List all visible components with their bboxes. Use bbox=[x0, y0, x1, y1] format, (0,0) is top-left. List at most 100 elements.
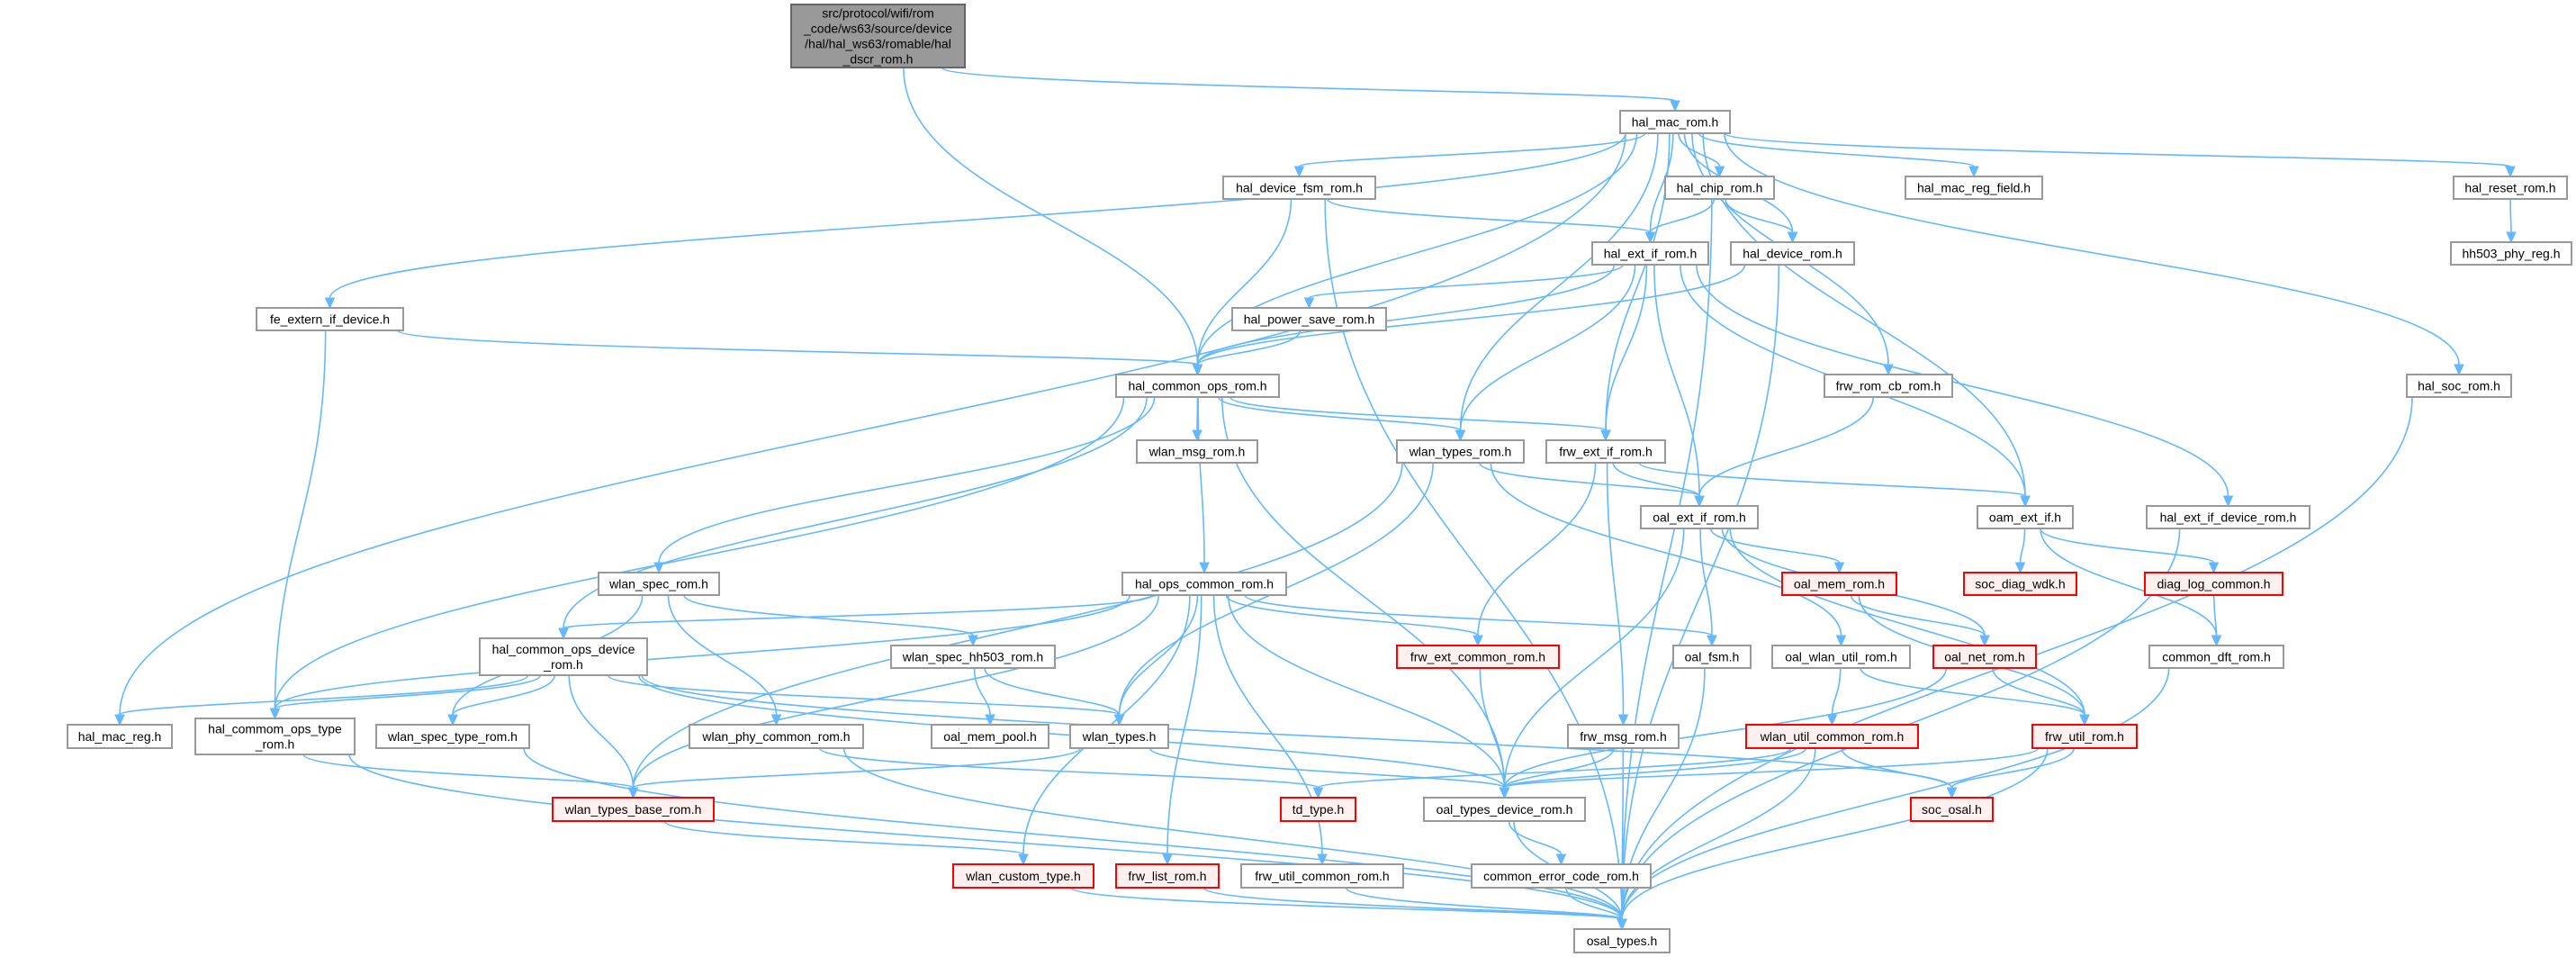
edge-line bbox=[119, 674, 529, 716]
node-soc-diag-wdk[interactable]: soc_diag_wdk.h bbox=[1963, 572, 2077, 596]
edge-line bbox=[274, 674, 542, 709]
edge-oal_ext_if_rom-to-oal_mem_rom bbox=[1709, 528, 1845, 574]
arrowhead-icon bbox=[1600, 429, 1611, 442]
node-hal-power-save-rom[interactable]: hal_power_save_rom.h bbox=[1231, 307, 1387, 331]
edge-hal_common_ops_rom-to-wlan_types_rom bbox=[1218, 396, 1466, 442]
arrowhead-icon bbox=[968, 635, 978, 647]
node-td-type[interactable]: td_type.h bbox=[1280, 797, 1356, 822]
edge-hal_commom_ops_type_rom-to-wlan_types_base_rom bbox=[302, 754, 639, 799]
node-oal-mem-pool[interactable]: oal_mem_pool.h bbox=[931, 724, 1049, 749]
node-common-error-code-rom[interactable]: common_error_code_rom.h bbox=[1471, 863, 1652, 889]
edge-line bbox=[1490, 462, 1842, 636]
edge-line bbox=[452, 674, 555, 716]
node-hal-soc-rom[interactable]: hal_soc_rom.h bbox=[2406, 374, 2512, 398]
node-oal-fsm[interactable]: oal_fsm.h bbox=[1672, 645, 1752, 669]
node-wlan-spec-hh503-rom[interactable]: wlan_spec_hh503_rom.h bbox=[890, 645, 1056, 669]
node-hal-chip-rom[interactable]: hal_chip_rom.h bbox=[1664, 176, 1775, 200]
node-wlan-msg-rom[interactable]: wlan_msg_rom.h bbox=[1136, 439, 1258, 464]
arrowhead-icon bbox=[558, 627, 569, 640]
node-box bbox=[194, 718, 356, 755]
node-frw-util-rom[interactable]: frw_util_rom.h bbox=[2031, 724, 2138, 749]
node-hh503-phy-reg[interactable]: hh503_phy_reg.h bbox=[2450, 241, 2572, 266]
node-hal-common-ops-device-rom[interactable]: hal_common_ops_device_rom.h bbox=[479, 637, 648, 676]
node-soc-osal[interactable]: soc_osal.h bbox=[1910, 797, 1994, 822]
node-box bbox=[375, 724, 530, 749]
edge-hal_mac_rom-to-frw_ext_if_rom bbox=[1600, 132, 1671, 442]
edge-wlan_types_rom-to-oal_ext_if_rom bbox=[1478, 462, 1705, 508]
edge-line bbox=[1503, 747, 1615, 789]
node-box bbox=[2453, 176, 2568, 200]
node-label: frw_list_rom.h bbox=[1128, 869, 1206, 883]
node-oal-mem-rom[interactable]: oal_mem_rom.h bbox=[1781, 572, 1897, 596]
arrowhead-icon bbox=[1555, 853, 1567, 866]
node-root: src/protocol/wifi/rom_code/ws63/source/d… bbox=[790, 4, 966, 68]
node-frw-rom-cb-rom[interactable]: frw_rom_cb_rom.h bbox=[1824, 374, 1953, 398]
node-label: oal_fsm.h bbox=[1685, 650, 1740, 664]
arrowhead-icon bbox=[1162, 853, 1173, 866]
node-hal-ops-common-rom[interactable]: hal_ops_common_rom.h bbox=[1121, 572, 1287, 596]
node-box bbox=[689, 724, 864, 749]
node-wlan-types-rom[interactable]: wlan_types_rom.h bbox=[1396, 439, 1525, 464]
edge-wlan_spec_hh503_rom-to-oal_mem_pool bbox=[973, 667, 995, 727]
node-wlan-custom-type[interactable]: wlan_custom_type.h bbox=[952, 863, 1094, 889]
node-wlan-spec-type-rom[interactable]: wlan_spec_type_rom.h bbox=[375, 724, 530, 749]
edge-frw_list_rom-to-osal_types bbox=[1202, 887, 1627, 931]
node-osal-types[interactable]: osal_types.h bbox=[1573, 928, 1671, 953]
node-hal-common-ops-rom[interactable]: hal_common_ops_rom.h bbox=[1115, 374, 1280, 398]
node-frw-ext-common-rom[interactable]: frw_ext_common_rom.h bbox=[1396, 645, 1560, 669]
edge-line bbox=[941, 67, 1676, 102]
node-wlan-spec-rom[interactable]: wlan_spec_rom.h bbox=[598, 572, 720, 596]
edge-fe_extern_if_device-to-hal_commom_ops_type_rom bbox=[269, 330, 327, 720]
edge-frw_ext_if_rom-to-frw_ext_common_rom bbox=[1473, 462, 1597, 647]
node-hal-reset-rom[interactable]: hal_reset_rom.h bbox=[2453, 176, 2568, 200]
node-label: hh503_phy_reg.h bbox=[2463, 247, 2561, 261]
nodes-layer: src/protocol/wifi/rom_code/ws63/source/d… bbox=[67, 4, 2572, 953]
edge-hal_ops_common_rom-to-frw_util_common_rom bbox=[1212, 594, 1328, 866]
edge-hal_common_ops_rom-to-wlan_spec_rom bbox=[653, 396, 1156, 574]
node-hal-commom-ops-type-rom[interactable]: hal_commom_ops_type_rom.h bbox=[194, 718, 356, 755]
node-hal-device-rom[interactable]: hal_device_rom.h bbox=[1730, 241, 1855, 266]
node-wlan-types[interactable]: wlan_types.h bbox=[1069, 724, 1169, 749]
node-frw-ext-if-rom[interactable]: frw_ext_if_rom.h bbox=[1545, 439, 1666, 464]
edge-line bbox=[667, 594, 778, 716]
edge-oal_wlan_util_rom-to-wlan_util_common_rom bbox=[1826, 667, 1842, 727]
node-oal-wlan-util-rom[interactable]: oal_wlan_util_rom.h bbox=[1771, 645, 1911, 669]
node-wlan-types-base-rom[interactable]: wlan_types_base_rom.h bbox=[552, 797, 715, 822]
node-label: _dscr_rom.h bbox=[842, 52, 914, 67]
edge-oam_ext_if-to-diag_log_common bbox=[2039, 528, 2220, 574]
node-wlan-util-common-rom[interactable]: wlan_util_common_rom.h bbox=[1745, 724, 1919, 749]
edge-line bbox=[1621, 747, 2049, 920]
edge-oal_net_rom-to-frw_util_rom bbox=[1992, 667, 2090, 727]
node-oam-ext-if[interactable]: oam_ext_if.h bbox=[1977, 505, 2074, 529]
node-frw-list-rom[interactable]: frw_list_rom.h bbox=[1115, 863, 1220, 889]
edge-line bbox=[1326, 198, 1652, 233]
node-wlan-phy-common-rom[interactable]: wlan_phy_common_rom.h bbox=[689, 724, 864, 749]
node-box bbox=[2146, 505, 2310, 529]
node-hal-mac-reg[interactable]: hal_mac_reg.h bbox=[67, 724, 173, 749]
node-diag-log-common[interactable]: diag_log_common.h bbox=[2144, 572, 2283, 596]
node-hal-ext-if-device-rom[interactable]: hal_ext_if_device_rom.h bbox=[2146, 505, 2310, 529]
node-box bbox=[1396, 439, 1525, 464]
node-hal-mac-rom[interactable]: hal_mac_rom.h bbox=[1619, 110, 1731, 134]
node-oal-net-rom[interactable]: oal_net_rom.h bbox=[1932, 645, 2037, 669]
node-box bbox=[2031, 724, 2138, 749]
node-frw-msg-rom[interactable]: frw_msg_rom.h bbox=[1567, 724, 1680, 749]
edge-diag_log_common-to-common_dft_rom bbox=[2211, 594, 2222, 647]
node-common-dft-rom[interactable]: common_dft_rom.h bbox=[2148, 645, 2284, 669]
node-hal-ext-if-rom[interactable]: hal_ext_if_rom.h bbox=[1591, 241, 1709, 266]
node-hal-mac-reg-field[interactable]: hal_mac_reg_field.h bbox=[1905, 176, 2043, 200]
edge-line bbox=[397, 330, 1199, 366]
arrowhead-icon bbox=[1303, 297, 1315, 310]
node-box bbox=[1591, 241, 1709, 266]
node-oal-types-device-rom[interactable]: oal_types_device_rom.h bbox=[1423, 797, 1586, 822]
node-oal-ext-if-rom[interactable]: oal_ext_if_rom.h bbox=[1640, 505, 1759, 529]
edge-line bbox=[1678, 132, 1721, 167]
edge-common_error_code_rom-to-osal_types bbox=[1565, 887, 1627, 931]
edge-wlan_util_common_rom-to-osal_types bbox=[1617, 747, 1816, 931]
node-fe-extern-if-device[interactable]: fe_extern_if_device.h bbox=[256, 307, 404, 331]
arrowhead-icon bbox=[2014, 562, 2026, 574]
node-label: frw_rom_cb_rom.h bbox=[1836, 379, 1941, 393]
node-frw-util-common-rom[interactable]: frw_util_common_rom.h bbox=[1240, 863, 1404, 889]
node-hal-device-fsm-rom[interactable]: hal_device_fsm_rom.h bbox=[1222, 176, 1376, 200]
